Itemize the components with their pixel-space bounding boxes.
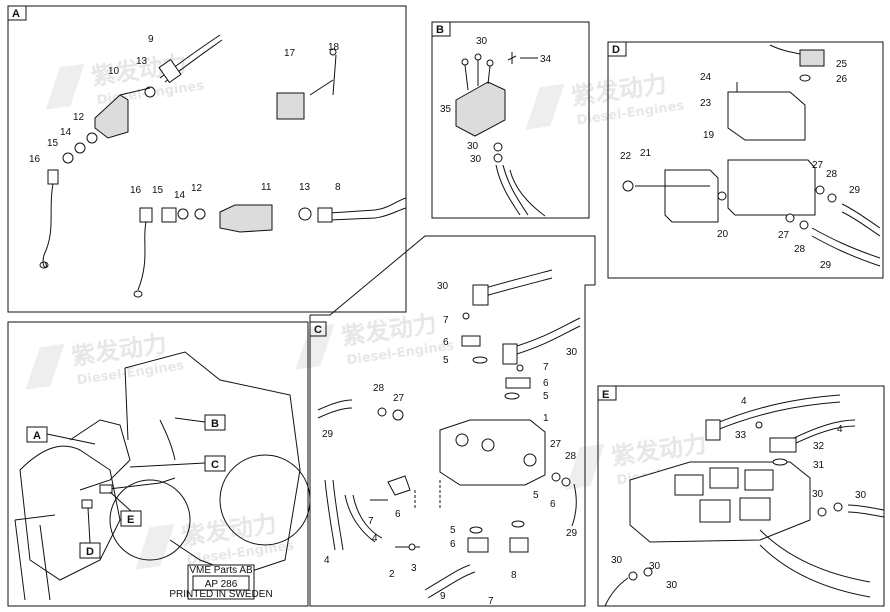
part-label: 16 [130,185,142,196]
part-label: 30 [812,489,824,500]
part-label: 9 [148,34,154,45]
panel-a: A 9 10 13 12 [7,5,407,313]
part-label: 15 [152,185,164,196]
part-label: 6 [443,337,449,348]
part-label: 27 [550,439,562,450]
part-label: 8 [511,570,517,581]
part-label: 6 [543,378,549,389]
part-label: 4 [372,533,378,544]
part-label: 30 [467,141,479,152]
part-label: 35 [440,104,452,115]
part-label: 24 [700,72,712,83]
panel-a-tag: A [12,8,20,20]
part-label: 20 [717,229,729,240]
part-label: 4 [837,424,843,435]
part-label: 4 [324,555,330,566]
part-label: 21 [640,148,652,159]
part-label: 29 [849,185,861,196]
part-label: 3 [411,563,417,574]
part-label: 30 [666,580,678,591]
panel-c: C [309,235,596,607]
part-label: 7 [368,516,374,527]
part-label: 7 [543,362,549,373]
panel-c-tag: C [314,324,322,336]
part-label: 30 [470,154,482,165]
title-block-code: AP 286 [205,579,238,590]
part-label: 6 [550,499,556,510]
part-label: 29 [322,429,334,440]
panel-e: E 4 4 33 32 31 30 30 30 30 30 [597,385,885,607]
part-label: 22 [620,151,632,162]
panel-c-labels: 30 7 6 5 30 7 6 5 28 27 29 1 27 28 29 4 … [322,281,578,607]
panel-e-tag: E [602,389,609,401]
part-label: 5 [543,391,549,402]
part-label: 26 [836,74,848,85]
part-label: 14 [60,127,72,138]
callout-a: A [33,430,41,442]
part-label: 8 [335,182,341,193]
overview-callouts: A B C E D [26,414,226,559]
part-label: 27 [393,393,405,404]
part-label: 28 [794,244,806,255]
part-label: 15 [47,138,59,149]
part-label: 17 [284,48,296,59]
part-label: 29 [820,260,832,271]
overview-panel: A B C E D VME Parts AB AP 286 PRINTED IN… [7,321,311,607]
title-block-footer: PRINTED IN SWEDEN [169,589,272,600]
part-label: 29 [566,528,578,539]
part-label: 23 [700,98,712,109]
part-label: 16 [29,154,41,165]
title-block-heading: VME Parts AB [189,565,253,576]
part-label: 5 [533,490,539,501]
part-label: 7 [488,596,494,607]
part-label: 30 [649,561,661,572]
part-label: 6 [395,509,401,520]
panel-b: B 30 34 35 30 30 [431,21,590,219]
part-label: 27 [778,230,790,241]
part-label: 11 [261,182,272,193]
panel-d: D 25 24 26 23 19 22 21 27 28 29 20 27 28 [607,41,884,279]
panel-d-tag: D [612,44,620,56]
part-label: 12 [191,183,203,194]
part-label: 31 [813,460,825,471]
part-label: 14 [174,190,186,201]
part-label: 7 [443,315,449,326]
part-label: 5 [450,525,456,536]
panel-b-tag: B [436,24,444,36]
callout-c: C [211,459,219,471]
callout-e: E [127,514,134,526]
part-label: 13 [136,56,148,67]
part-label: 18 [328,42,340,53]
part-label: 10 [108,66,120,77]
part-label: 32 [813,441,825,452]
part-label: 28 [565,451,577,462]
part-label: 5 [443,355,449,366]
callout-d: D [86,546,94,558]
panel-a-labels: 9 10 13 12 14 15 16 17 18 16 15 14 12 11… [29,34,341,201]
title-block: VME Parts AB AP 286 PRINTED IN SWEDEN [169,564,273,600]
part-label: 28 [373,383,385,394]
part-label: 12 [73,112,85,123]
part-label: 6 [450,539,456,550]
part-label: 30 [855,490,867,501]
part-label: 28 [826,169,838,180]
part-label: 1 [543,413,549,424]
part-label: 13 [299,182,311,193]
part-label: 25 [836,59,848,70]
part-label: 34 [540,54,552,65]
part-label: 4 [741,396,747,407]
part-label: 27 [812,160,824,171]
part-label: 30 [476,36,488,47]
part-label: 19 [703,130,715,141]
part-label: 9 [440,591,446,602]
part-label: 33 [735,430,747,441]
part-label: 30 [611,555,623,566]
part-label: 30 [437,281,449,292]
callout-b: B [211,418,219,430]
part-label: 30 [566,347,578,358]
part-label: 2 [389,569,395,580]
